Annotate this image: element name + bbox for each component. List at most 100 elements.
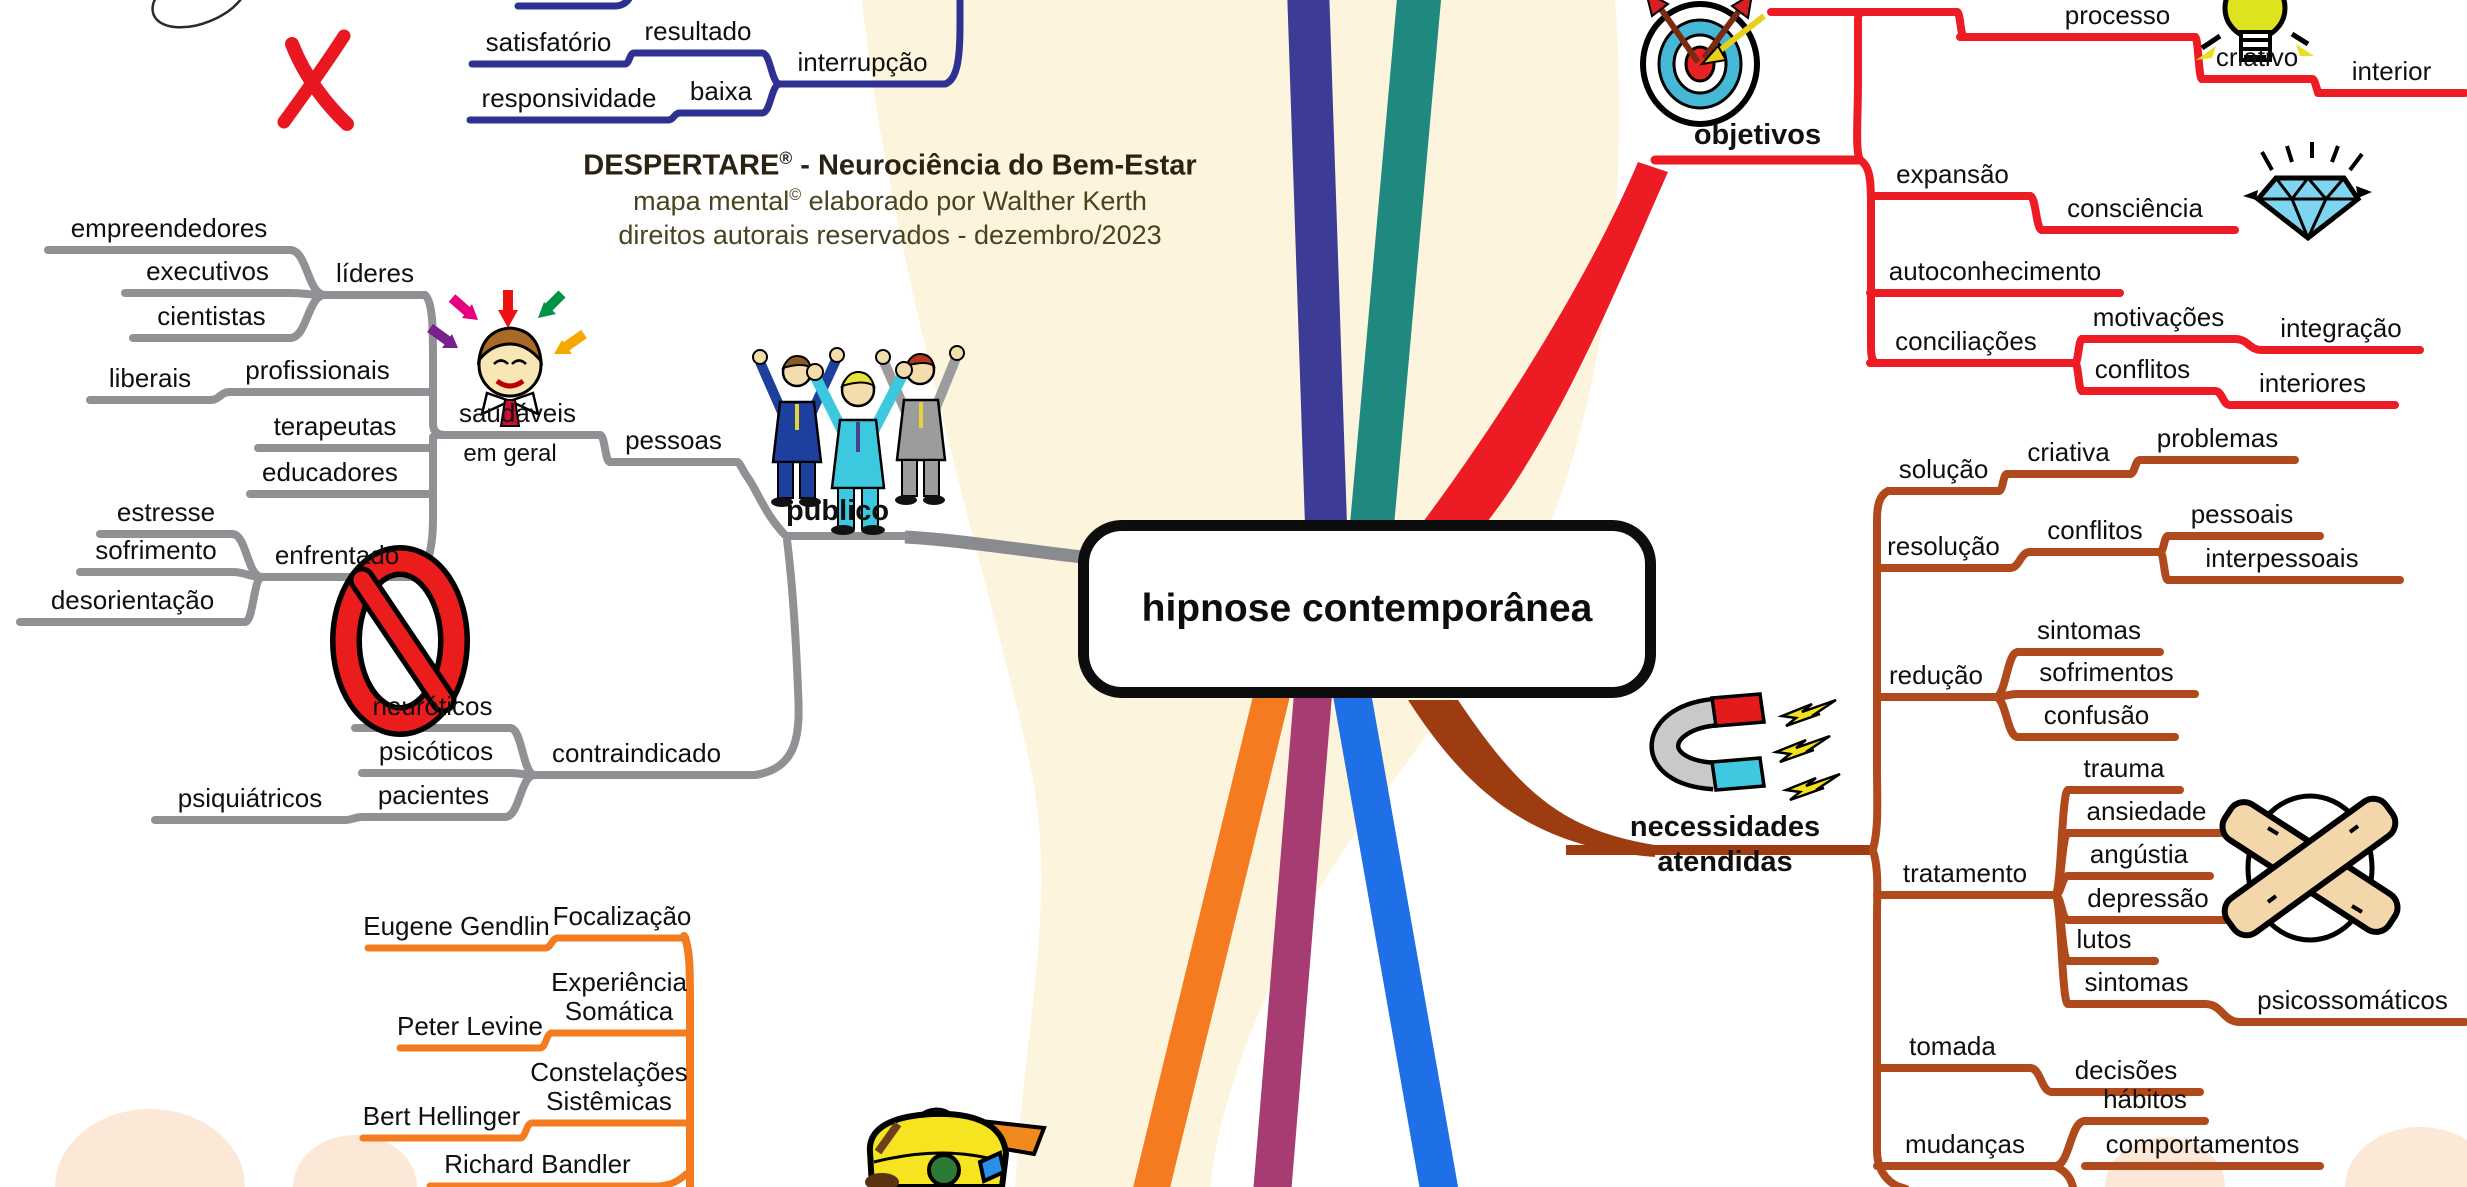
icons	[151, 0, 2401, 1187]
polygon-shape	[1730, 0, 1753, 20]
polygon-shape	[1710, 756, 1766, 792]
branch-link	[2026, 192, 2046, 234]
branch-link	[2156, 548, 2172, 584]
circle-shape	[949, 345, 965, 361]
polygon-shape	[1710, 692, 1766, 728]
person-navy	[752, 347, 845, 507]
span-shape: elaborado por Walther Kerth	[801, 185, 1147, 216]
polygon-shape	[506, 391, 540, 417]
cheering-people-icon	[752, 345, 965, 535]
polygon-shape	[499, 399, 521, 427]
ribbon-teal	[1350, 0, 1442, 527]
path-shape	[1654, 701, 1720, 787]
path-shape	[874, 1121, 902, 1155]
magnet-icon	[1649, 692, 1841, 802]
line-shape	[1701, 2, 1747, 60]
branch-link	[421, 291, 450, 439]
path-shape	[904, 352, 936, 369]
branch-link	[2026, 1064, 2056, 1096]
span-shape: DESPERTARE	[583, 149, 780, 182]
map-title: DESPERTARE® - Neurociência do Bem-Estar	[470, 148, 1310, 183]
polygon-shape	[2196, 46, 2216, 60]
watermark-circle-2	[293, 1135, 417, 1187]
path-shape	[495, 378, 525, 389]
branch-link	[241, 573, 266, 626]
node-underlines	[16, 2, 2467, 1187]
branch-link	[758, 80, 784, 117]
branch-link	[680, 932, 694, 1187]
ellipse-shape	[799, 497, 821, 507]
copyright-mark: ©	[789, 185, 802, 204]
branch-link	[2201, 1000, 2244, 1026]
ribbon-plum	[1253, 692, 1332, 1187]
path-shape	[830, 418, 886, 490]
watermark-circle-4	[2345, 1127, 2467, 1187]
polygon-shape	[977, 1150, 1007, 1184]
branch-link	[596, 431, 614, 466]
polygon-shape	[498, 310, 518, 328]
face-arrows-icon	[427, 290, 587, 427]
polygon-shape	[2254, 175, 2362, 242]
polygon-shape	[538, 302, 556, 318]
path-shape	[511, 359, 527, 365]
polygon-shape	[554, 340, 572, 354]
trunk-brown-curve	[1408, 700, 1655, 857]
circle-shape	[875, 349, 891, 365]
ellipse-shape	[771, 497, 793, 507]
ribbon-indigo	[1287, 0, 1347, 526]
ribbon-orange	[1133, 689, 1290, 1187]
span-shape: - Neurociência do Bem-Estar	[792, 149, 1197, 182]
line-shape	[1712, 13, 1766, 58]
circle-shape	[829, 347, 845, 363]
title-block: DESPERTARE® - Neurociência do Bem-Estar …	[470, 148, 1310, 251]
first-aid-bag-icon	[865, 1107, 1047, 1187]
scribble-ellipse-icon	[151, 0, 249, 29]
circle-shape	[895, 361, 913, 379]
rect-shape	[799, 461, 816, 499]
ellipse-shape	[865, 1173, 899, 1187]
line-shape	[811, 375, 847, 433]
circle-shape	[927, 1153, 961, 1187]
branch-link	[646, 1170, 690, 1187]
registered-mark: ®	[779, 148, 793, 168]
line-shape	[561, 329, 587, 353]
polygon-shape	[2243, 190, 2258, 200]
path-shape	[840, 370, 876, 389]
path-shape	[866, 1110, 1010, 1187]
line-shape	[2200, 33, 2222, 51]
diamond-icon	[2243, 142, 2372, 242]
path-shape	[285, 37, 354, 131]
lightning-bolts	[1771, 698, 1841, 802]
watermark-circle-1	[55, 1109, 245, 1187]
ellipse-shape	[861, 525, 885, 535]
trunk-red	[1420, 162, 1668, 526]
path-shape	[493, 359, 509, 365]
branch-link	[286, 291, 329, 342]
ellipse-shape	[923, 495, 945, 505]
ellipse-shape	[895, 495, 917, 505]
rect-shape	[923, 459, 940, 497]
ellipse-shape	[151, 0, 249, 29]
ribbon-blue	[1333, 690, 1459, 1187]
path-shape	[771, 400, 823, 464]
line-shape	[353, 571, 452, 709]
branch-link	[751, 536, 803, 779]
bandage-x-icon	[2219, 793, 2401, 943]
polygon-shape	[2296, 44, 2314, 56]
branch-link	[2051, 1162, 2078, 1187]
polygon-shape	[1771, 734, 1831, 764]
branch-link	[2231, 335, 2266, 354]
path-shape	[781, 354, 813, 371]
span-shape: mapa mental	[633, 185, 790, 216]
ellipse-shape	[335, 550, 465, 732]
path-shape	[277, 29, 351, 129]
polygon-shape	[1646, 0, 1670, 18]
line-shape	[448, 294, 472, 316]
branch-link	[941, 0, 964, 88]
central-topic: hipnose contemporânea	[1078, 520, 1656, 698]
branch-link	[1991, 693, 2022, 741]
path-shape	[2241, 38, 2268, 59]
polygon-shape	[480, 391, 514, 417]
target-arrows-icon	[1640, 0, 1766, 127]
